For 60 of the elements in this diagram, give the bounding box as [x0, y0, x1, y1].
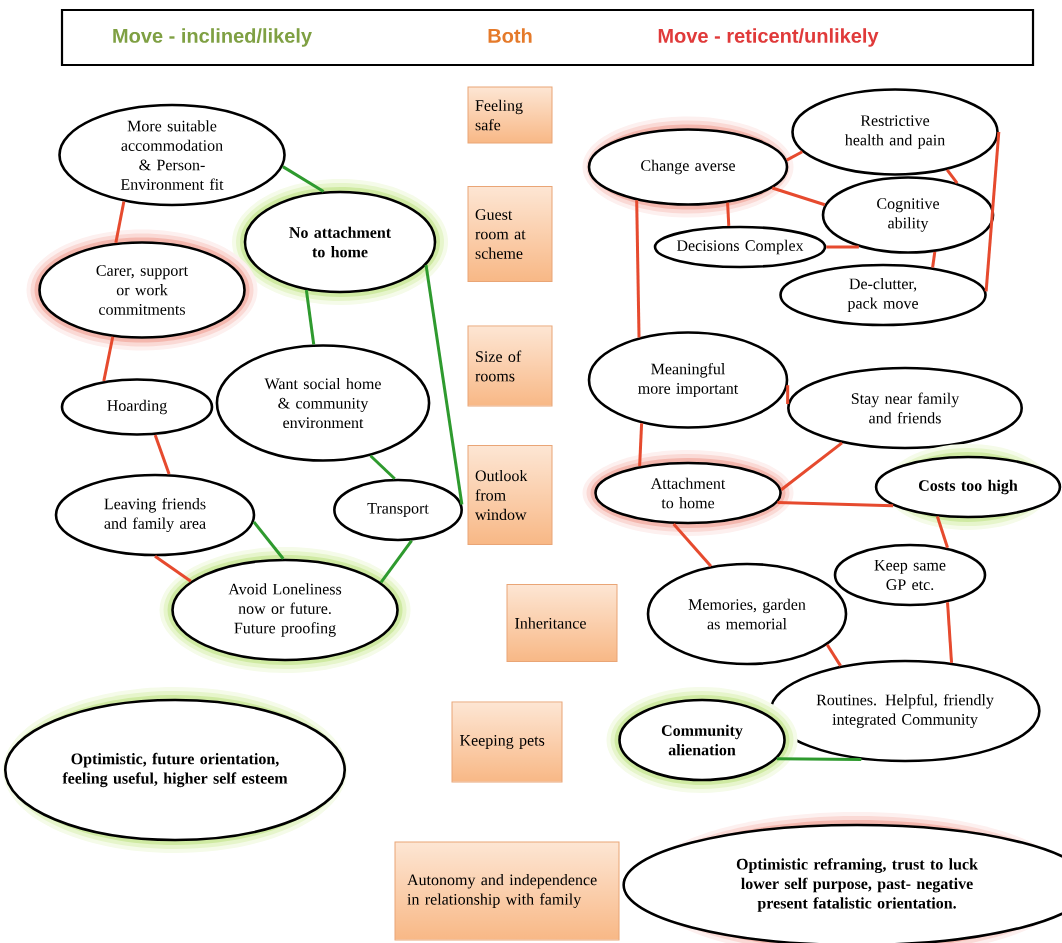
- oval-node: Keep same GP etc.: [833, 543, 987, 607]
- connector-line: [786, 385, 790, 404]
- connector-line: [153, 434, 171, 475]
- connector-line: [984, 131, 1001, 292]
- column-heading: Move - inclined/likely: [113, 28, 312, 47]
- connector-line: [154, 555, 192, 583]
- factor-box: Autonomy and independence in relationship with family: [394, 841, 620, 941]
- connector-line: [369, 454, 396, 480]
- connector-line: [114, 201, 126, 244]
- connector-line: [945, 168, 959, 184]
- oval-node: Memories, garden as memorial: [646, 562, 848, 666]
- connector-line: [776, 757, 862, 762]
- factor-box: Size of rooms: [467, 325, 553, 407]
- connector-line: [379, 539, 413, 584]
- oval-node: Optimistic, future orientation, feeling useful, higher self esteem: [3, 687, 347, 853]
- oval-node: Costs too high: [874, 444, 1062, 530]
- oval-node: Change averse: [582, 116, 794, 218]
- oval-node: Avoid Loneliness now or future. Future proofing: [159, 547, 411, 673]
- oval-node: Leaving friends and family area: [54, 473, 256, 557]
- connector-line: [826, 245, 859, 249]
- header-box: [60, 8, 1035, 67]
- factor-box: Keeping pets: [451, 701, 563, 783]
- oval-node: De-clutter, pack move: [779, 263, 987, 327]
- connector-line: [786, 150, 804, 162]
- factor-box: Inheritance: [506, 584, 618, 662]
- column-heading: Move - reticent/unlikely: [658, 28, 879, 47]
- oval-node: More suitable accommodation & Person-Environment fit: [58, 103, 286, 207]
- oval-node: Transport: [333, 478, 463, 542]
- oval-node: Restrictive health and pain: [791, 88, 999, 176]
- connector-line: [780, 441, 843, 491]
- factor-box: Guest room at scheme: [467, 186, 553, 282]
- connector-line: [252, 521, 285, 560]
- connector-line: [304, 289, 316, 345]
- oval-node: Community alienation: [606, 687, 798, 793]
- oval-node: Optimistic reframing, trust to luck lower self purpose, past- negative present fatalistic orientation.: [622, 812, 1062, 943]
- oval-node: Cognitive ability: [821, 176, 995, 254]
- connector-line: [638, 423, 644, 467]
- oval-node: Carer, support or work commitments: [26, 229, 258, 351]
- connector-line: [726, 202, 731, 226]
- column-heading: Both: [488, 28, 532, 43]
- connector-line: [672, 522, 713, 568]
- oval-node: Routines. Helpful, friendly integrated Community: [769, 659, 1041, 763]
- oval-node: Decisions Complex: [653, 225, 827, 269]
- connector-line: [771, 186, 826, 207]
- oval-node: No attachment to home: [232, 179, 448, 305]
- connector-line: [946, 602, 954, 663]
- oval-node: Stay near family and friends: [787, 366, 1023, 450]
- connector-line: [282, 165, 325, 193]
- factor-box: Feeling safe: [467, 86, 553, 144]
- connector-line: [935, 516, 949, 549]
- oval-node: Attachment to home: [582, 450, 794, 536]
- factor-box: Outlook from window: [467, 445, 553, 545]
- oval-node: Meaningful more important: [587, 331, 789, 429]
- connector-line: [931, 251, 937, 268]
- oval-node: Want social home & community environment: [215, 344, 431, 462]
- oval-node: Hoarding: [60, 378, 214, 436]
- connector-line: [777, 500, 894, 508]
- connector-line: [825, 644, 842, 667]
- connector-line: [635, 200, 641, 338]
- connector-line: [102, 336, 115, 382]
